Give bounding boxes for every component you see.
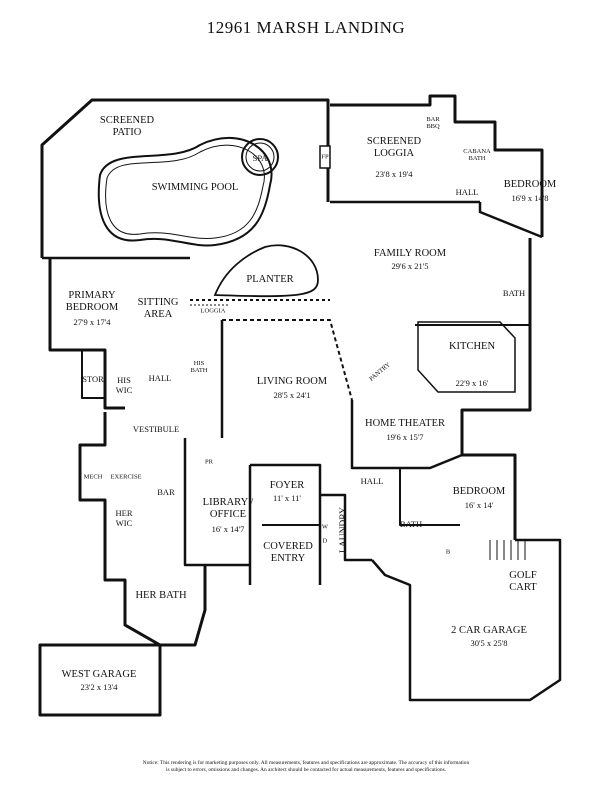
washer-label: W [321, 523, 329, 531]
library-dim: 16' x 14'7 [211, 524, 245, 534]
bedroom-ne-label: BEDROOM [503, 179, 557, 190]
foyer-label: FOYER [269, 480, 305, 491]
primary-bedroom-dim: 27'9 x 17'4 [73, 317, 111, 327]
home-theater-dim: 19'6 x 15'7 [386, 432, 424, 442]
bath-se-label: BATH [399, 519, 423, 529]
plan-title: 12961 MARSH LANDING [206, 18, 406, 37]
b-label: B [445, 548, 451, 556]
screened-patio-label: SCREENED PATIO [99, 115, 155, 138]
vestibule-label: VESTIBULE [132, 424, 180, 434]
cabana-bath-label: CABANA BATH [463, 148, 491, 162]
pool-outline [97, 136, 273, 247]
library-label: LIBRARY / OFFICE [202, 497, 254, 520]
pr-label: PR [205, 458, 213, 466]
dryer-label: D [322, 537, 328, 545]
mech-label: MECH [83, 473, 103, 481]
fp-label: FP [321, 153, 329, 161]
loggia-dim: 23'8 x 19'4 [375, 169, 413, 179]
exercise-label: EXERCISE [110, 473, 142, 481]
living-room-label: LIVING ROOM [256, 376, 328, 387]
her-wic-label: HER WIC [115, 508, 133, 528]
foyer-dim: 11' x 11' [273, 493, 301, 503]
pool-label: SWIMMING POOL [151, 182, 239, 193]
kitchen-label: KITCHEN [448, 341, 496, 352]
hall-c-label: HALL [360, 476, 384, 486]
family-room-label: FAMILY ROOM [373, 248, 447, 259]
family-room-dim: 29'6 x 21'5 [391, 261, 429, 271]
his-bath-label: HIS BATH [190, 360, 208, 374]
planter-outline [213, 244, 319, 298]
bedroom-se-dim: 16' x 14' [464, 500, 494, 510]
stor-label: STOR [82, 374, 104, 384]
home-theater-label: HOME THEATER [364, 418, 446, 429]
primary-bedroom-label: PRIMARY BEDROOM [65, 290, 119, 313]
loggia-label: SCREENED LOGGIA [366, 136, 422, 159]
hall-ne-label: HALL [455, 187, 479, 197]
spa-label: SPA [252, 153, 268, 163]
primary-wall [48, 258, 125, 410]
marketing-notice: Notice: This rendering is for marketing … [142, 760, 470, 773]
patio-wall [40, 98, 330, 258]
two-car-garage-label: 2 CAR GARAGE [451, 625, 527, 636]
sitting-area-label: SITTING AREA [137, 297, 179, 320]
laundry-label: LAUNDRY [339, 507, 349, 553]
loggia-wall [330, 94, 544, 237]
bath-e-label: BATH [502, 288, 526, 298]
her-bath-label: HER BATH [135, 590, 187, 601]
kitchen-dim: 22'9 x 16' [455, 378, 489, 388]
west-garage-label: WEST GARAGE [61, 669, 137, 680]
kitchen-island [417, 321, 516, 393]
bedroom-ne-dim: 16'9 x 14'8 [511, 193, 549, 203]
covered-entry-label: COVERED ENTRY [263, 541, 313, 564]
living-room-dim: 28'5 x 24'1 [273, 390, 311, 400]
bedroom-se-label: BEDROOM [452, 486, 506, 497]
loggia-small-label: LOGGIA [200, 307, 226, 315]
fireplace [319, 145, 331, 169]
golf-cart-label: GOLF CART [509, 570, 537, 593]
two-car-garage-dim: 30'5 x 25'8 [470, 638, 508, 648]
bar-label: BAR [157, 487, 175, 497]
spa-circle [241, 138, 279, 176]
west-garage-dim: 23'2 x 13'4 [80, 682, 118, 692]
planter-label: PLANTER [246, 274, 294, 285]
bar-bbq-label: BAR BBQ [426, 116, 440, 130]
his-wic-label: HIS WIC [115, 375, 133, 395]
hall-w-label: HALL [148, 373, 172, 383]
